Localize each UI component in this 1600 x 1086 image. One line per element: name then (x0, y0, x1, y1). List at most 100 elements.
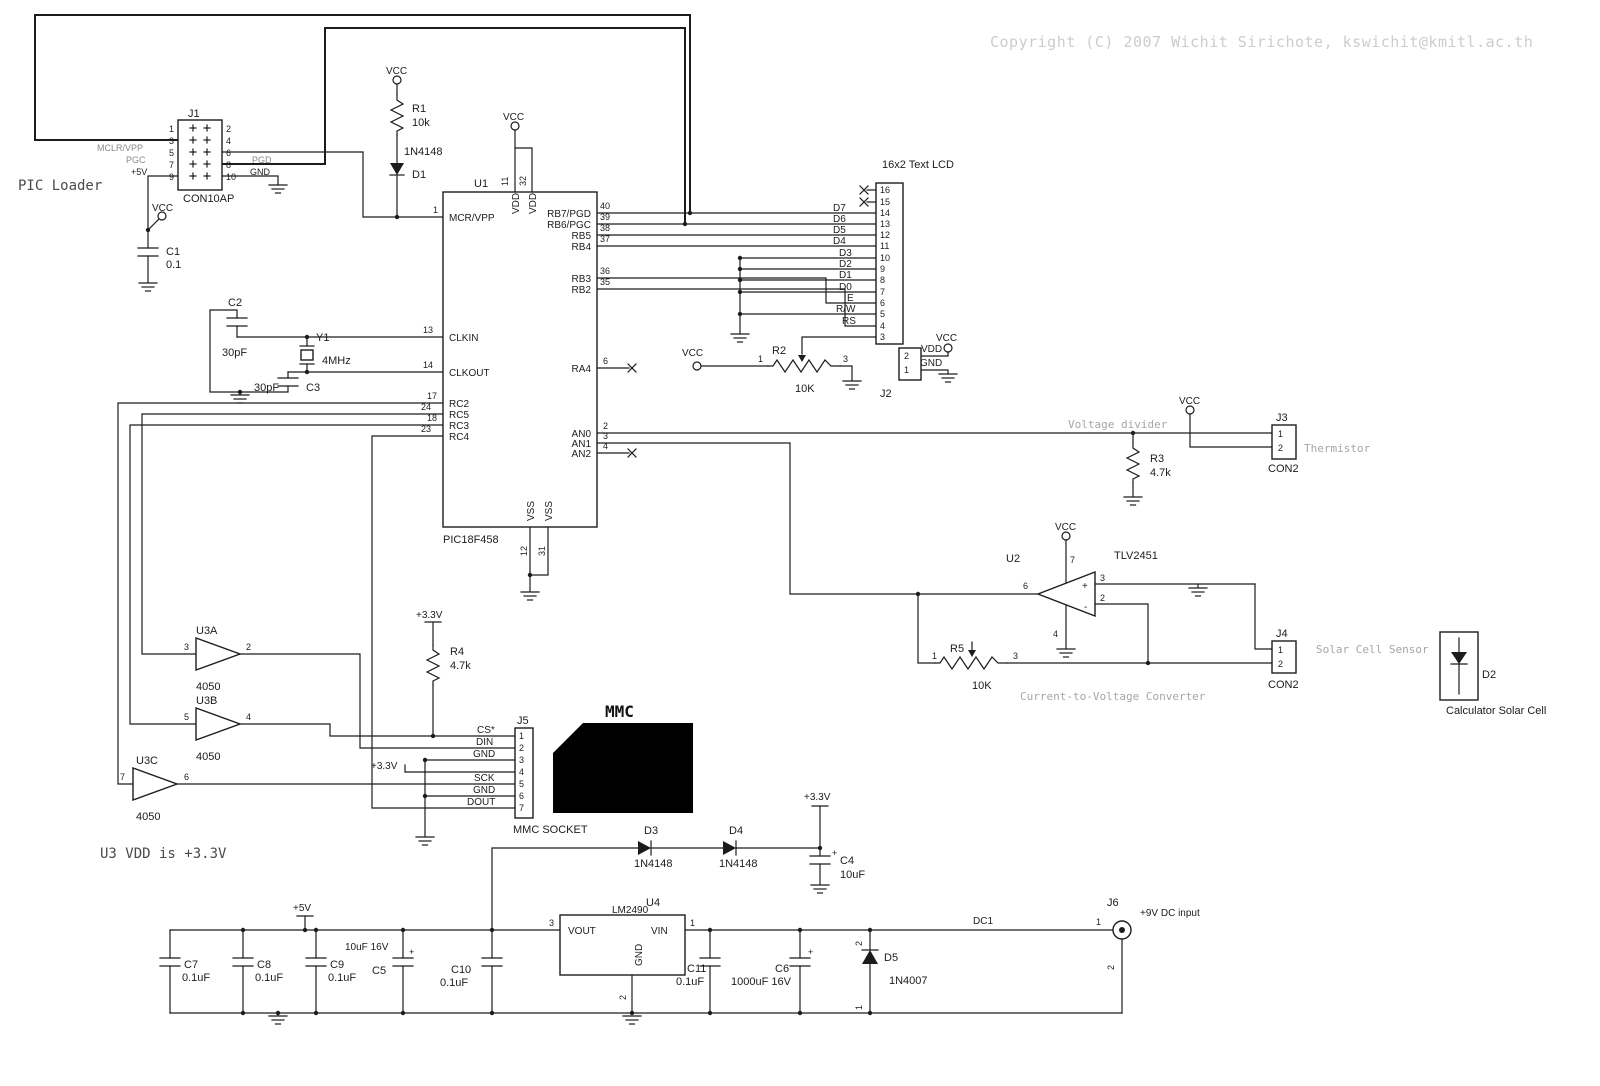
vcc-r1-label: VCC (386, 66, 407, 77)
u1-pin38: 38 (600, 223, 610, 233)
c3-ref: C3 (306, 382, 320, 394)
j5-pin2: 2 (519, 743, 524, 753)
ground-u2-input (1188, 587, 1208, 597)
capacitor-c2 (226, 317, 248, 327)
u4-gnd: GND (634, 944, 645, 966)
ground-rail (268, 1015, 288, 1025)
u2-part: TLV2451 (1114, 550, 1158, 562)
d5-ref: D5 (884, 952, 898, 964)
c1-ref: C1 (166, 246, 180, 258)
r4-ref: R4 (450, 646, 464, 658)
c2-ref: C2 (228, 297, 242, 309)
ground-c4 (810, 884, 830, 894)
j1-pin2: 2 (226, 124, 231, 134)
j2-pin3: 3 (880, 332, 885, 342)
resistor-r4 (426, 644, 440, 686)
u1-pin-mclr: MCR/VPP (449, 213, 495, 224)
u1-pin-clkin: CLKIN (449, 333, 478, 344)
u4-vin: VIN (651, 926, 668, 937)
crystal-y1 (299, 345, 315, 365)
r2-ref: R2 (772, 345, 786, 357)
ground-lcd-data (730, 333, 750, 343)
u1-vss-b: VSS (544, 501, 555, 521)
c11-ref: C11 (687, 963, 706, 975)
j6-ref: J6 (1107, 897, 1119, 909)
u1-pin-an0: AN0 (572, 429, 592, 440)
c3-val: 30pF (254, 382, 279, 394)
u1-pin37: 37 (600, 234, 610, 244)
capacitor-c9 (305, 957, 327, 967)
solar-sensor-note: Solar Cell Sensor (1316, 643, 1429, 656)
j1-pin8: 8 (226, 160, 231, 170)
solar-cell-caption: Calculator Solar Cell (1446, 705, 1546, 717)
ground-u2 (1056, 648, 1076, 658)
u3-vdd-note: U3 VDD is +3.3V (100, 846, 227, 862)
u3b-in-num: 5 (184, 712, 189, 722)
u2-pin2: 2 (1100, 593, 1105, 603)
j4-connector (1271, 640, 1297, 674)
u1-pin-ra4: RA4 (572, 364, 592, 375)
vcc-u1-label: VCC (503, 112, 524, 123)
j3-connector (1271, 424, 1297, 460)
solar-cell-d2 (1439, 631, 1479, 701)
u4-ref: U4 (646, 897, 660, 909)
sig-gnd-b: GND (473, 785, 495, 796)
r1-ref: R1 (412, 103, 426, 115)
u1-pin-rb3: RB3 (572, 274, 592, 285)
diode-d1 (389, 163, 405, 176)
u2-opamp (1036, 570, 1096, 618)
u3b-buffer (195, 707, 243, 741)
sig-d6: D6 (833, 214, 846, 225)
c9-val: 0.1uF (328, 972, 356, 984)
j1-pin3: 3 (169, 136, 174, 146)
c5-val: 10uF 16V (345, 942, 389, 953)
c5-plus: + (409, 947, 414, 957)
j1-connector (177, 119, 223, 191)
d5-pin2: 2 (854, 941, 864, 946)
u2-pin6: 6 (1023, 581, 1028, 591)
c1-val: 0.1 (166, 259, 181, 271)
j1-mclr-label: MCLR/VPP (97, 143, 143, 153)
u4-pin1: 1 (690, 918, 695, 928)
j2-pin10: 10 (880, 253, 890, 263)
vcc-symbol-j2 (943, 343, 953, 353)
u3b-ref: U3B (196, 695, 217, 707)
j2-pin2: 2 (904, 351, 909, 361)
j3-ref: J3 (1276, 412, 1288, 424)
j4-part: CON2 (1268, 679, 1299, 691)
u1-pin-rc4: RC4 (449, 432, 469, 443)
lcd-title: 16x2 Text LCD (882, 159, 954, 171)
u4-pin2: 2 (618, 995, 628, 1000)
sig-din: DIN (476, 737, 493, 748)
r2-val: 10K (795, 383, 815, 395)
c10-val: 0.1uF (440, 977, 468, 989)
u1-pin31: 31 (537, 546, 547, 556)
j1-pin5: 5 (169, 148, 174, 158)
j5-pin3: 3 (519, 755, 524, 765)
u1-part: PIC18F458 (443, 534, 499, 546)
r2-t1: 1 (758, 354, 763, 364)
u1-pin4: 4 (603, 441, 608, 451)
j1-part: CON10AP (183, 193, 234, 205)
ground-c1 (138, 282, 158, 292)
junction-dots (145, 210, 1151, 1016)
j5-pin1: 1 (519, 731, 524, 741)
j2-pin5: 5 (880, 309, 885, 319)
j1-pgd-label: PGD (252, 155, 272, 165)
j6-caption: +9V DC input (1140, 908, 1200, 919)
u1-pin-an2: AN2 (572, 449, 592, 460)
j2-pin1: 1 (904, 365, 909, 375)
j6-connector (1112, 920, 1132, 940)
dc1-label: DC1 (973, 916, 993, 927)
d2-ref: D2 (1482, 669, 1496, 681)
r3-val: 4.7k (1150, 467, 1171, 479)
r1-val: 10k (412, 117, 430, 129)
u2-ref: U2 (1006, 553, 1020, 565)
u3b-part: 4050 (196, 751, 220, 763)
d3-part: 1N4148 (634, 858, 673, 870)
copyright-text: Copyright (C) 2007 Wichit Sirichote, ksw… (990, 33, 1533, 51)
u1-pin-rc2: RC2 (449, 399, 469, 410)
vcc-symbol-u1 (510, 121, 520, 131)
ground-u4 (622, 1015, 642, 1025)
